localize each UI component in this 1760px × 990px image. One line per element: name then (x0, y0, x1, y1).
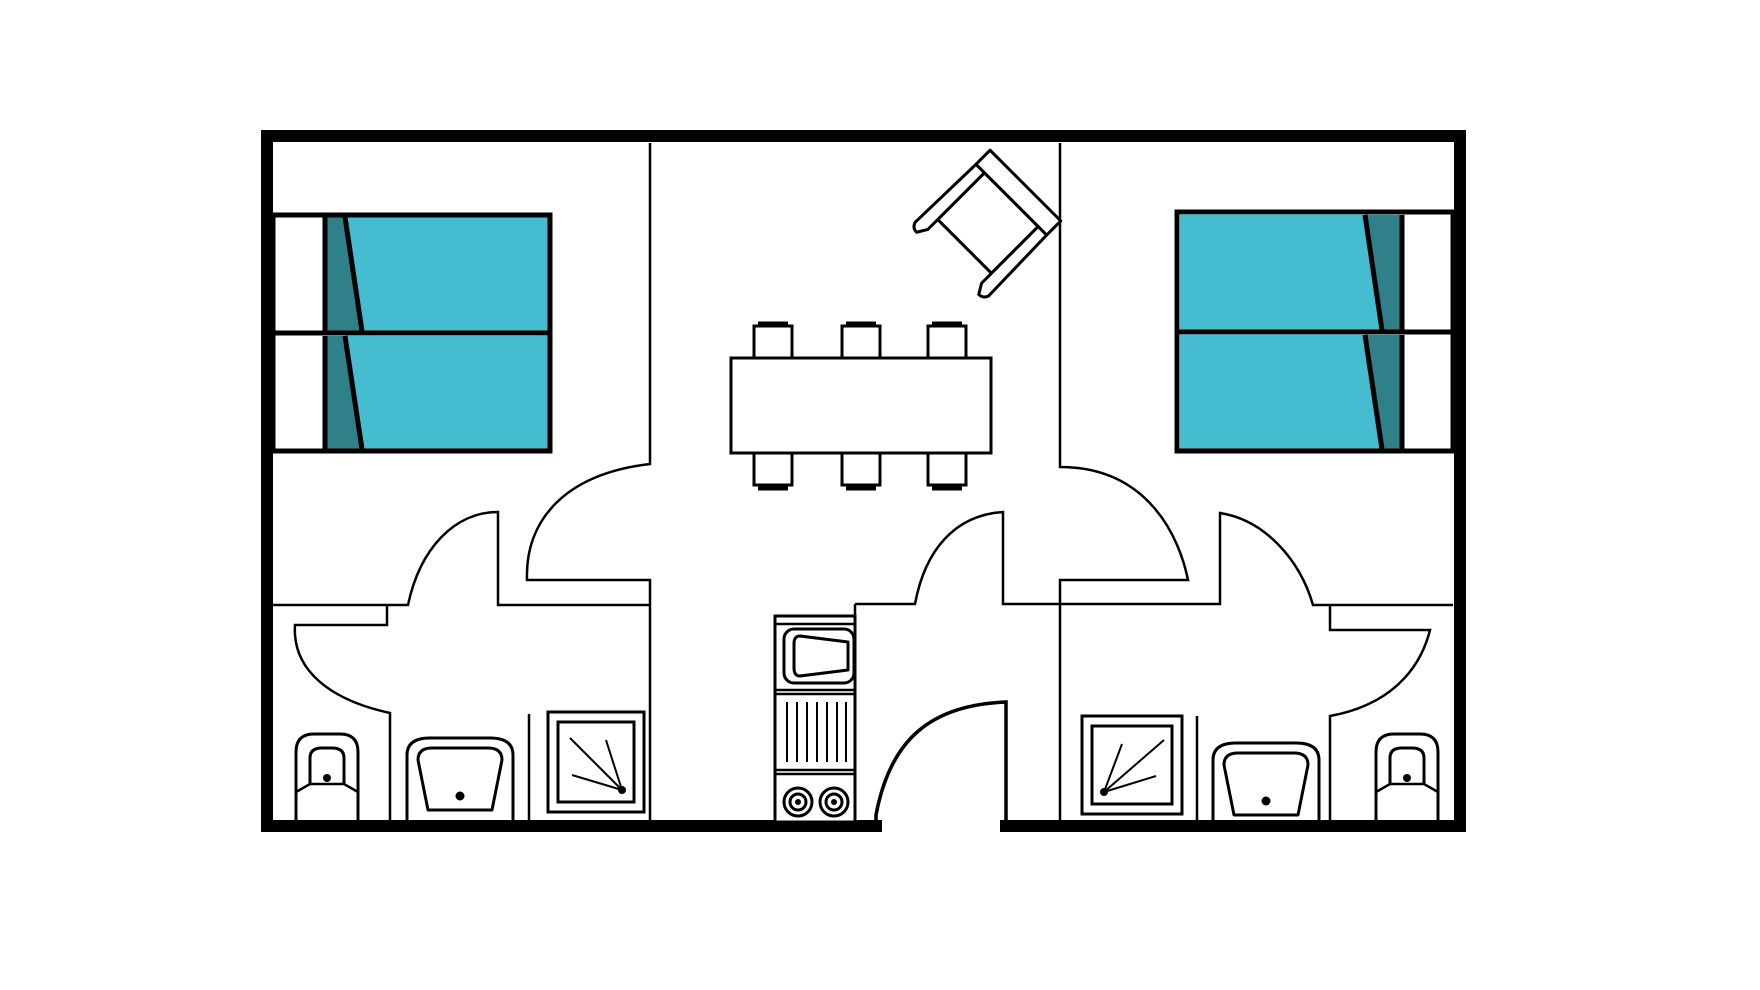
chair-icon (926, 451, 968, 491)
bed-icon (1174, 209, 1456, 335)
chair-icon (926, 321, 968, 360)
toilet-icon (1374, 732, 1440, 820)
sink-icon (405, 714, 531, 820)
outer-walls (261, 130, 1466, 832)
bed-icon (270, 212, 553, 336)
armchair-icon (912, 148, 1063, 299)
chair-icon (840, 451, 882, 491)
entrance-door (874, 700, 1008, 826)
shower-icon (1080, 714, 1199, 820)
shower-icon (546, 710, 646, 814)
toilet-icon (294, 732, 360, 820)
chair-icon (752, 321, 794, 360)
stove-icon (782, 786, 850, 818)
dining-table-icon (729, 356, 993, 455)
sink-icon (1211, 741, 1321, 820)
sink-icon (782, 627, 856, 685)
bed-icon (1174, 209, 1456, 454)
bed-icon (270, 212, 553, 454)
chair-icon (752, 451, 794, 491)
chair-icon (840, 321, 882, 360)
drainboard (786, 702, 847, 762)
